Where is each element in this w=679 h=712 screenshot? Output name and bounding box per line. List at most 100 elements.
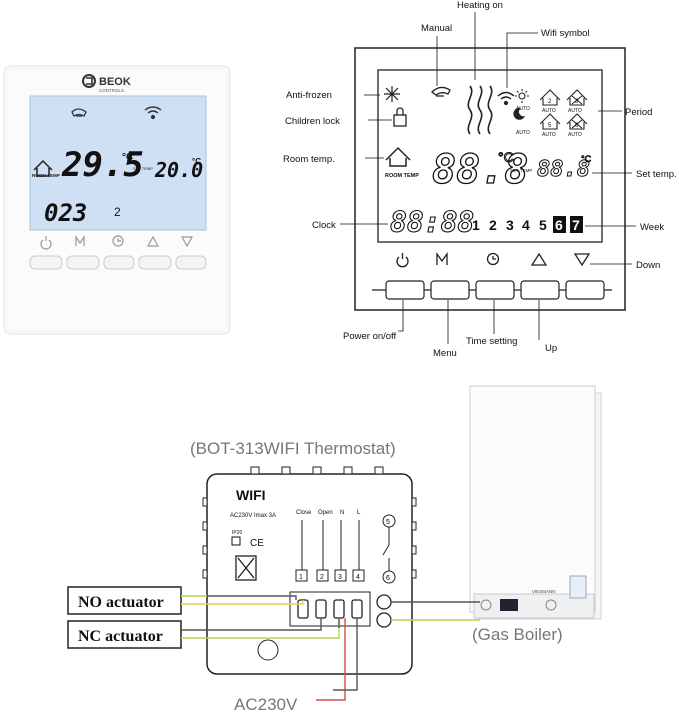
manual-icon (71, 108, 87, 117)
week-day-1: 1 (472, 217, 480, 233)
lock-icon (393, 107, 407, 127)
callout-down: Down (636, 260, 660, 271)
photo-down-icon (180, 236, 194, 248)
callout-period: Period (625, 107, 652, 118)
relay-number-5: 5 (386, 519, 390, 526)
photo-set-temp-unit: °C (192, 157, 201, 166)
power-label: AC230V (234, 695, 298, 712)
terminal-2 (316, 569, 329, 582)
gas-boiler: VIESMANN (469, 385, 602, 620)
photo-room-temp-unit: °C (122, 152, 133, 163)
rating-label: AC230V Imax 3A (230, 513, 276, 519)
callout-labels: Heating on Manual Wifi symbol Anti-froze… (283, 0, 677, 359)
diagram-power-button[interactable] (385, 280, 425, 300)
photo-power-icon (40, 236, 52, 250)
terminal-1 (295, 569, 308, 582)
weee-bin-icon (235, 555, 257, 581)
lcd-clock-digits: 88:88 (390, 206, 474, 239)
callout-lines (340, 12, 636, 344)
thermostat-backplate: WIFI AC230V Imax 3A IP20 CE Close Open N… (202, 466, 417, 675)
period-auto-label: AUTO (516, 130, 530, 136)
callout-time-setting: Time setting (466, 336, 517, 347)
brand-name: BEOK (99, 76, 131, 88)
period-number: 6 (575, 123, 579, 129)
photo-set-temp-value: 20.0 (154, 158, 203, 182)
callout-power: Power on/off (343, 331, 397, 342)
terminal-number-2: 2 (320, 574, 324, 581)
room-house-icon (385, 146, 411, 167)
wiring-title: (BOT-313WIFI Thermostat) (190, 439, 396, 458)
photo-room-temp-value: 29.5 (61, 145, 144, 185)
period-auto-label: AUTO (568, 108, 582, 114)
callout-heating-on: Heating on (457, 0, 503, 11)
diagram-down-icon (573, 253, 591, 267)
photo-time-button[interactable] (103, 255, 135, 270)
diagram-up-icon (530, 252, 548, 266)
lcd-set-temp-unit: °C (581, 154, 592, 164)
lcd-diagram: 2 3 5 6 AUTO AUTO AUTO AUTO AUTO AUTO RO… (283, 0, 677, 359)
terminal-3 (334, 569, 347, 582)
week-day-2: 2 (489, 217, 497, 233)
photo-week-day: 2 (114, 205, 121, 219)
wiring-diagram: VIESMANN (Gas Boiler) (BOT-313WIFI Therm… (67, 385, 602, 712)
period-number: 3 (575, 99, 579, 105)
photo-up-button[interactable] (138, 255, 172, 270)
lcd-room-temp-unit: °C (498, 149, 514, 165)
terminal-number-3: 3 (338, 574, 342, 581)
week-days: 1 2 3 4 5 6 7 (472, 216, 583, 233)
diagram-up-button[interactable] (520, 280, 560, 300)
boiler-brand: VIESMANN (532, 589, 556, 594)
period-house-icons (539, 89, 588, 130)
photo-power-button[interactable] (29, 255, 63, 270)
beok-logo: BEOK CONTROLS (82, 74, 131, 93)
callout-wifi-symbol: Wifi symbol (541, 28, 590, 39)
period-number: 5 (548, 123, 552, 129)
no-actuator-label: NO actuator (78, 594, 164, 611)
diagram-time-button[interactable] (475, 280, 515, 300)
ip-label: IP20 (232, 530, 243, 536)
callout-up: Up (545, 343, 557, 354)
moon-icon (513, 107, 525, 120)
lcd-set-temp-digits: 88.8 (537, 157, 590, 182)
callout-room-temp: Room temp. (283, 154, 335, 165)
period-number: 2 (548, 99, 552, 105)
period-auto-label: AUTO (542, 132, 556, 138)
wifi-label: WIFI (236, 487, 266, 503)
photo-clock-icon (112, 235, 124, 247)
week-day-7: 7 (572, 217, 580, 233)
photo-menu-button[interactable] (66, 255, 100, 270)
period-auto-label: AUTO (516, 106, 530, 112)
diagram-power-icon (396, 253, 409, 268)
hand-icon (431, 86, 451, 97)
callout-menu: Menu (433, 348, 457, 359)
week-day-5: 5 (539, 217, 547, 233)
photo-down-button[interactable] (175, 255, 207, 270)
photo-lcd-screen (29, 95, 207, 231)
photo-up-icon (146, 235, 160, 247)
terminal-label-open: Open (318, 510, 333, 516)
period-auto-label: AUTO (542, 108, 556, 114)
lcd-set-temp-label: SET TEMP (510, 168, 532, 173)
nc-actuator-label: NC actuator (78, 628, 163, 645)
callout-set-temp: Set temp. (636, 169, 677, 180)
diagram-down-button[interactable] (565, 280, 605, 300)
wires (181, 595, 480, 701)
week-day-3: 3 (506, 217, 514, 233)
week-day-6: 6 (555, 217, 563, 233)
room-temp-house-icon (33, 159, 53, 177)
period-labels: 2 3 5 6 AUTO AUTO AUTO AUTO AUTO AUTO (516, 99, 582, 138)
photo-clock: 023 (44, 199, 87, 227)
photo-menu-icon (75, 235, 85, 246)
terminal-number-4: 4 (356, 574, 360, 581)
terminal-number-1: 1 (299, 574, 303, 581)
ce-label: CE (250, 538, 264, 549)
photo-room-temp-label: ROOM TEMP (32, 173, 60, 178)
callout-children-lock: Children lock (285, 116, 340, 127)
wifi-icon (144, 106, 162, 120)
lcd-wifi-icon (497, 91, 515, 106)
heating-waves-icon (467, 85, 493, 135)
week-day-4: 4 (522, 217, 530, 233)
boiler-display (500, 599, 518, 611)
diagram-menu-button[interactable] (430, 280, 470, 300)
